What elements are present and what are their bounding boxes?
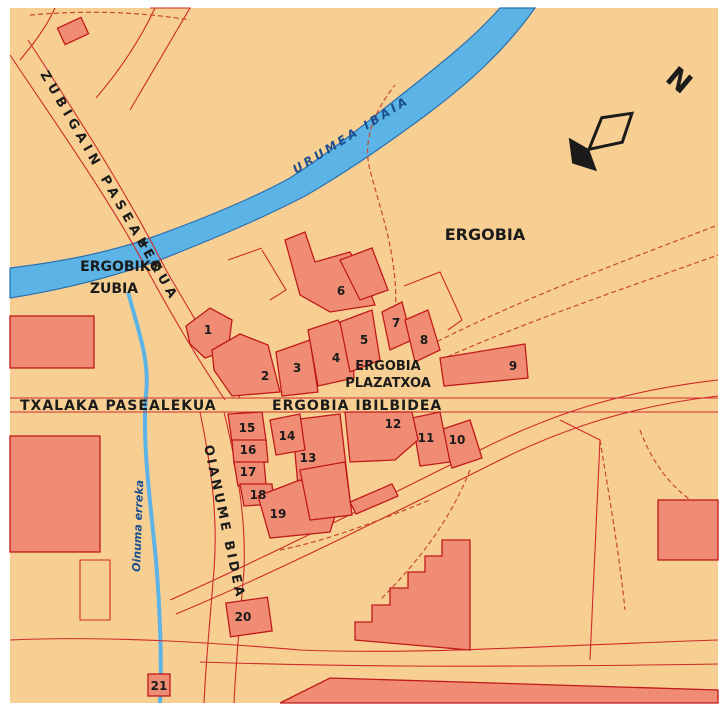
label-plazatxoa: PLAZATXOA: [345, 376, 431, 391]
building-12: [344, 411, 419, 463]
building-number-8: 8: [420, 333, 428, 347]
urumea-river: [9, 7, 537, 299]
building-2: [211, 333, 281, 397]
building-number-18: 18: [250, 488, 267, 502]
label-oinuma-erreka: Oinuma erreka: [130, 480, 146, 572]
building-number-3: 3: [293, 361, 301, 375]
label-ergobia-ibilbidea: ERGOBIA IBILBIDEA: [272, 398, 442, 414]
building-11: [411, 411, 451, 467]
north-arrow-icon: [568, 111, 635, 172]
building-16: [231, 439, 269, 465]
plot-north: [129, 7, 191, 111]
plot-outline-2: [403, 271, 463, 331]
road-southeast-2: [175, 395, 719, 615]
building-stepped: [354, 539, 471, 651]
building-number-11: 11: [418, 431, 435, 445]
label-ergobia-district: ERGOBIA: [445, 225, 526, 244]
path-dashed-1: [367, 84, 397, 319]
building-number-9: 9: [509, 359, 517, 373]
plot-outline-4: [79, 559, 111, 621]
path-dashed-6: [379, 469, 471, 601]
building-9: [439, 343, 529, 387]
building-cluster-19b: [299, 461, 353, 521]
building-number-13: 13: [300, 451, 317, 465]
building-number-10: 10: [449, 433, 466, 447]
label-zubia: ZUBIA: [90, 281, 138, 297]
building-14: [269, 413, 306, 456]
building-number-19: 19: [270, 507, 287, 521]
building-west-top: [9, 315, 95, 369]
bridge-star-icon: ★: [138, 236, 151, 252]
building-east: [657, 499, 719, 561]
road-south-2: [199, 661, 719, 667]
building-number-17: 17: [240, 465, 257, 479]
building-number-15: 15: [239, 421, 256, 435]
oinuma-stream: [126, 291, 163, 704]
path-dashed-3: [439, 254, 719, 361]
building-south-large: [279, 677, 719, 704]
building-number-14: 14: [279, 429, 296, 443]
road-north-right: [95, 7, 156, 99]
building-number-4: 4: [332, 351, 340, 365]
plot-outline-3: [227, 247, 263, 261]
building-number-20: 20: [235, 610, 252, 624]
building-number-6: 6: [337, 284, 345, 298]
building-21: [147, 673, 171, 697]
zubigain-road-left: [9, 54, 226, 401]
path-dashed-2: [429, 224, 719, 346]
building-6b: [339, 247, 389, 301]
building-number-2: 2: [261, 369, 269, 383]
path-dashed-8: [29, 11, 191, 21]
building-number-12: 12: [385, 417, 402, 431]
building-number-16: 16: [240, 443, 257, 457]
building-west-large: [9, 435, 101, 553]
label-txalaka-pasealekua: TXALAKA PASEALEKUA: [20, 398, 217, 414]
building-number-5: 5: [360, 333, 368, 347]
label-ergobiko: ERGOBIKO: [80, 259, 162, 275]
building-8: [404, 309, 441, 363]
building-20: [225, 596, 273, 638]
building-number-7: 7: [392, 316, 400, 330]
road-south: [9, 638, 719, 652]
building-south-strip: [349, 483, 399, 515]
building-5: [339, 309, 381, 373]
plot-outline-1: [261, 249, 287, 301]
building-number-21: 21: [151, 679, 168, 693]
building-number-1: 1: [204, 323, 212, 337]
building-3: [275, 339, 319, 397]
label-ergobia-plaza: ERGOBIA: [355, 359, 420, 374]
path-dashed-7: [279, 499, 431, 551]
path-dashed-4: [599, 439, 626, 611]
building-north-small: [56, 16, 90, 46]
plot-outline-5: [559, 419, 601, 661]
road-north-left: [19, 7, 56, 61]
